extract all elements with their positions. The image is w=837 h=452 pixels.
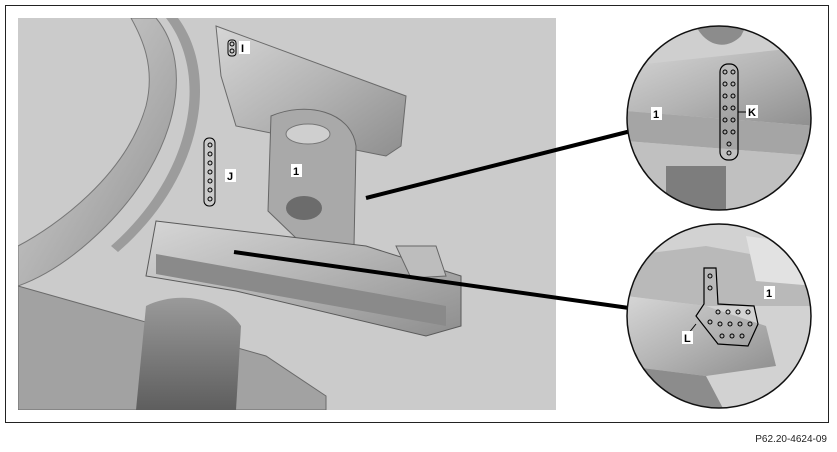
detail-view-top: K 1 — [626, 25, 812, 211]
callout-l: L — [684, 333, 691, 345]
figure-frame: I J 1 K 1 — [5, 5, 829, 423]
callout-j: J — [227, 171, 233, 183]
detail-view-bottom: L 1 — [626, 223, 812, 409]
callout-part-1-bottom: 1 — [766, 288, 772, 300]
callout-i: I — [241, 43, 244, 55]
body-structure-illustration: I J 1 K 1 — [18, 18, 812, 410]
leader-line-bottom — [233, 250, 630, 310]
callout-part-1-main: 1 — [293, 166, 299, 178]
leader-line-top — [365, 129, 632, 200]
callout-k: K — [748, 107, 756, 119]
weld-group-j — [203, 137, 216, 207]
figure-reference: P62.20-4624-09 — [755, 434, 827, 445]
callout-part-1-top: 1 — [653, 109, 659, 121]
weld-group-i — [227, 39, 237, 57]
main-view — [18, 18, 556, 410]
